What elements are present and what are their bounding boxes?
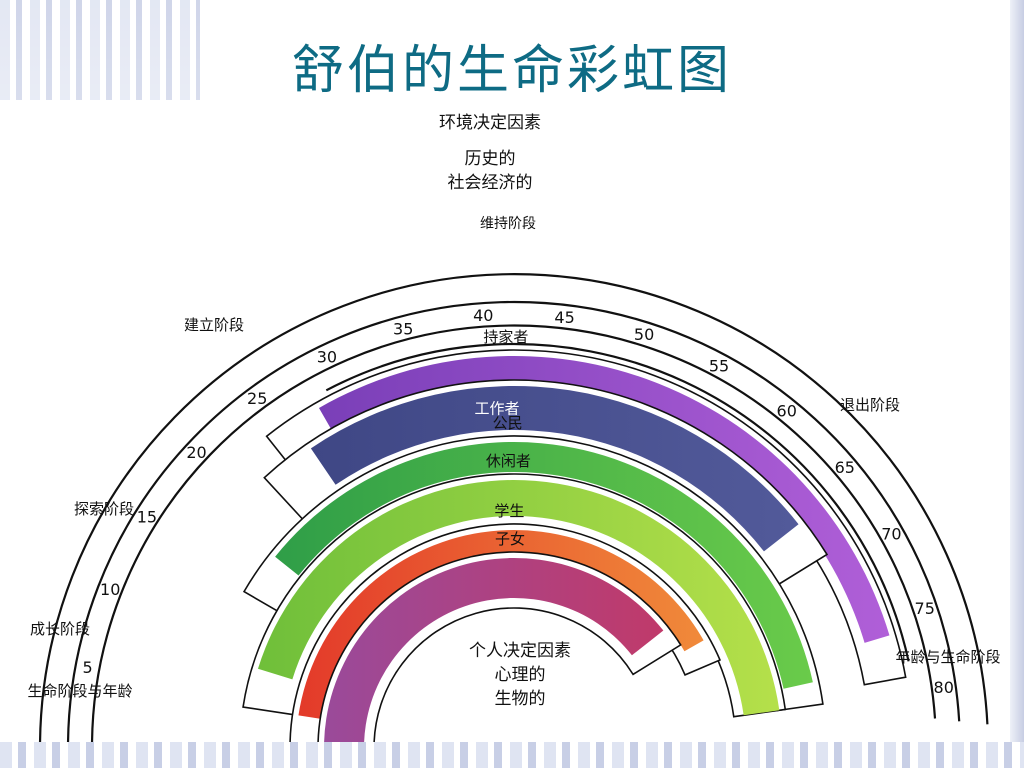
age-arcs: [38, 273, 989, 742]
age-label-30: 30: [317, 347, 337, 366]
age-label-70: 70: [881, 525, 901, 544]
role-band: [324, 557, 664, 742]
age-label-40: 40: [473, 306, 493, 325]
life-stage-age-left-label: 生命阶段与年龄: [27, 682, 132, 700]
role-label: 公民: [493, 414, 523, 432]
age-label-5: 5: [83, 658, 93, 677]
stage-decline-label: 退出阶段: [840, 396, 900, 414]
role-label: 工作者: [474, 399, 519, 417]
age-arc-2: [90, 324, 937, 742]
decorative-edge-right: [1010, 0, 1024, 768]
role-label: 学生: [494, 502, 524, 520]
stage-exploration-label: 探索阶段: [74, 500, 134, 518]
stage-maintenance-label: 维持阶段: [480, 216, 536, 232]
age-label-25: 25: [247, 389, 267, 408]
age-label-45: 45: [554, 308, 574, 327]
role-label: 休闲者: [486, 452, 531, 470]
age-arc-1: [66, 300, 961, 742]
age-label-20: 20: [186, 443, 206, 462]
age-arc-3: [325, 342, 910, 662]
age-label-15: 15: [137, 508, 157, 527]
env-determinants-label: 环境决定因素: [439, 113, 541, 133]
socio-economic-label: 社会经济的: [448, 173, 533, 193]
age-arc-0: [38, 273, 989, 742]
stage-establishment-label: 建立阶段: [184, 316, 244, 334]
decorative-stripes-top-left: [0, 0, 200, 100]
role-band: [298, 530, 704, 719]
age-label-35: 35: [393, 319, 413, 338]
age-label-55: 55: [709, 356, 729, 375]
personal-determinants-label: 个人决定因素: [469, 641, 571, 661]
biological-label: 生物的: [495, 689, 546, 709]
role-label: 持家者: [483, 328, 528, 346]
age-label-10: 10: [100, 580, 120, 599]
age-label-75: 75: [915, 599, 935, 618]
role-band: [275, 441, 813, 689]
decorative-stripes-bottom: [0, 742, 1024, 768]
psychological-label: 心理的: [495, 665, 546, 685]
stage-growth-label: 成长阶段: [30, 620, 90, 638]
rainbow-panel: 持家者工作者公民休闲者学生子女 5 10 15 20 25 30 35 40 45 50 55 60 6…: [8, 100, 1010, 742]
slide-title: 舒伯的生命彩虹图: [291, 41, 732, 101]
age-labels: 5 10 15 20 25 30 35 40 45 50 55 60 65 70 75 80: [83, 306, 954, 697]
age-label-50: 50: [634, 325, 654, 344]
life-stage-age-right-label: 年龄与生命阶段: [895, 648, 1000, 666]
historical-label: 历史的: [465, 149, 516, 169]
role-band: [310, 385, 799, 552]
role-band: [257, 480, 780, 716]
age-label-60: 60: [777, 401, 797, 420]
age-label-65: 65: [835, 458, 855, 477]
role-band: [318, 356, 890, 643]
age-label-80: 80: [934, 678, 954, 697]
role-label: 子女: [495, 530, 525, 548]
